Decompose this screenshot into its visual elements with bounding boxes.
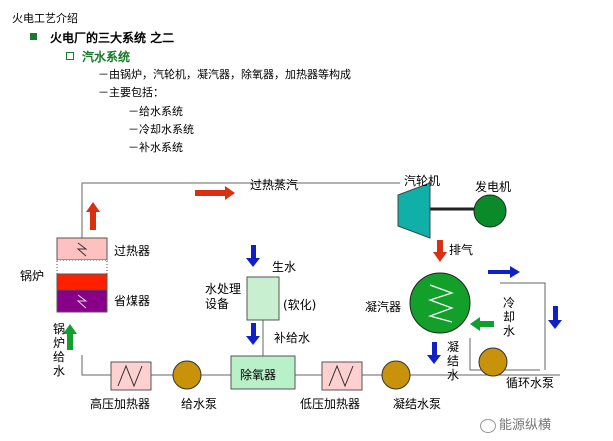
- label-makeup-water: 补给水: [274, 331, 311, 345]
- hp-heater-zigzag: [117, 364, 143, 388]
- cooling-pipe-left: [469, 338, 540, 371]
- label-economizer: 省煤器: [114, 294, 151, 308]
- subheading-bullet: [66, 52, 74, 60]
- arrow-cooling-left: [470, 317, 494, 331]
- bullet-feedwater-system: －给水系统: [128, 105, 183, 118]
- arrow-steam-right: [195, 186, 235, 200]
- generator-circle: [473, 194, 507, 228]
- label-generator: 发电机: [475, 180, 512, 194]
- bullet-composition: －由锅炉，汽轮机，凝汽器，除氧器，加热器等构成: [98, 68, 351, 81]
- label-boiler: 锅炉: [20, 269, 45, 283]
- lp-heater-box: [321, 361, 363, 391]
- label-condensate-pump: 凝结水泵: [393, 397, 442, 411]
- label-softening: (软化): [283, 298, 317, 312]
- arrow-cooling-out-right: [488, 266, 520, 278]
- circ-pump-circle: [478, 347, 508, 377]
- label-lp-heater: 低压加热器: [300, 397, 361, 411]
- steam-pipe: [81, 182, 400, 238]
- watermark-icon: [480, 418, 496, 433]
- heading: 火电厂的三大系统 之二: [50, 31, 175, 45]
- label-raw-water: 生水: [272, 260, 297, 274]
- arrow-cooling-down-right: [548, 306, 562, 329]
- label-condensate: 凝结水: [446, 340, 459, 382]
- bullet-includes: －主要包括：: [98, 86, 164, 99]
- watermark: 能源纵横: [480, 414, 551, 433]
- label-water-treatment: 水处理设备: [205, 282, 242, 311]
- subheading: 汽水系统: [82, 50, 131, 64]
- superheater-zigzag: [76, 242, 88, 257]
- turbine-shape: [397, 182, 431, 239]
- label-exhaust: 排气: [449, 243, 474, 257]
- boiler: [56, 237, 108, 313]
- furnace-band: [56, 273, 108, 291]
- hp-heater-box: [110, 361, 152, 391]
- label-superheated-steam: 过热蒸汽: [250, 178, 299, 192]
- arrow-condensate-down: [427, 342, 441, 364]
- label-condenser: 凝汽器: [365, 300, 402, 314]
- label-deaerator: 除氧器: [240, 368, 277, 382]
- label-turbine: 汽轮机: [404, 174, 441, 188]
- arrow-exhaust-down: [433, 240, 447, 262]
- lp-heater-zigzag: [328, 364, 354, 388]
- cooling-pipe-right: [500, 282, 546, 370]
- arrow-makeup-down: [246, 323, 260, 345]
- feed-pump-circle: [172, 360, 202, 390]
- label-feed-pump: 给水泵: [181, 397, 218, 411]
- flow-arrows: [63, 186, 562, 364]
- arrow-feedwater-up: [63, 324, 77, 350]
- arrow-boiler-up: [86, 202, 100, 230]
- heading-bullet: [30, 33, 37, 40]
- label-circ-pump: 循环水泵: [506, 376, 555, 390]
- label-hp-heater: 高压加热器: [90, 397, 151, 411]
- arrow-rawwater-down: [246, 245, 260, 267]
- boiler-dotted: [56, 259, 108, 275]
- doc-title: 火电工艺介绍: [12, 12, 78, 25]
- label-cooling-water: 冷却水: [502, 296, 515, 338]
- label-superheater: 过热器: [114, 244, 151, 258]
- watermark-text: 能源纵横: [499, 418, 552, 433]
- economizer-zigzag: [76, 294, 88, 309]
- water-treatment-box: [246, 276, 280, 321]
- deaerator-box: [230, 355, 296, 390]
- bullet-cooling-system: －冷却水系统: [128, 123, 194, 136]
- condenser-coil: [428, 284, 454, 323]
- label-boiler-feedwater: 锅炉给水: [52, 322, 65, 378]
- condensate-pump-circle: [381, 360, 411, 390]
- bullet-makeup-system: －补水系统: [128, 141, 183, 154]
